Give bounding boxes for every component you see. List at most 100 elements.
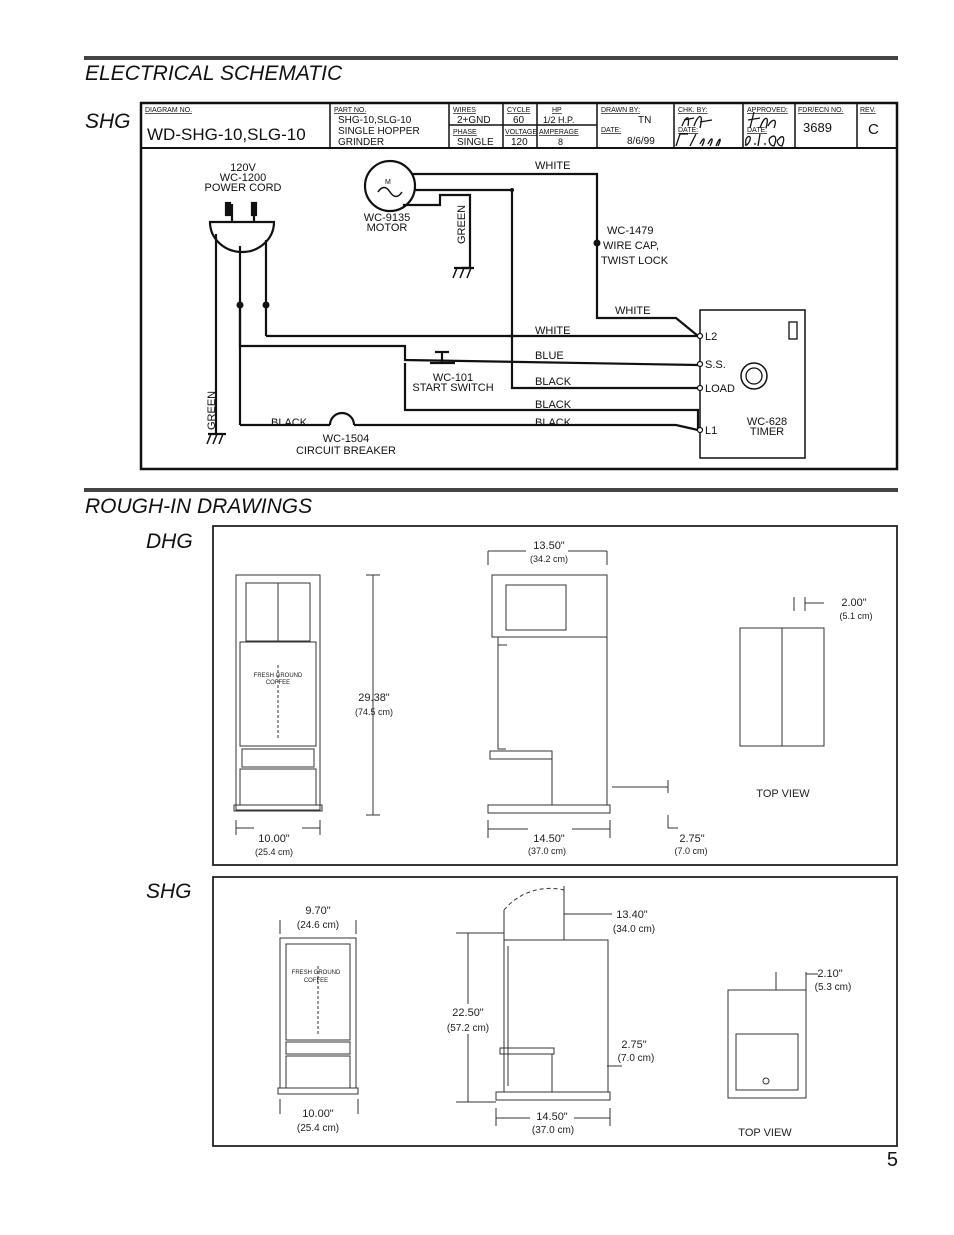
- shg-height-cm: (57.2 cm): [447, 1023, 489, 1034]
- wire-black-l1: BLACK: [535, 417, 572, 429]
- model-label-dhg: DHG: [146, 530, 193, 553]
- wire-black-breaker: BLACK: [271, 417, 308, 429]
- dhg-front-text-1: FRESH GROUND: [254, 673, 303, 679]
- wirecap-label-3: TWIST LOCK: [601, 255, 669, 267]
- wire-black-switch: BLACK: [535, 399, 572, 411]
- tb-hp-label: HP: [552, 107, 562, 114]
- signature-approved: [744, 111, 785, 147]
- tb-amperage-label: AMPERAGE: [539, 129, 579, 136]
- electrical-schematic: DIAGRAM NO. PART NO. WIRES CYCLE HP PHAS…: [139, 101, 899, 471]
- dhg-height-cm: (74.5 cm): [355, 707, 393, 717]
- tb-part-no-1: SHG-10,SLG-10: [338, 115, 412, 126]
- motor-label-2: MOTOR: [367, 222, 408, 234]
- dhg-front-width-cm: (25.4 cm): [255, 847, 293, 857]
- tb-phase: SINGLE: [457, 137, 494, 148]
- tb-rev: C: [868, 121, 879, 138]
- shg-front-text-2: COFFEE: [304, 978, 328, 984]
- tb-hp: 1/2 H.P.: [543, 115, 574, 125]
- section-title-roughin: ROUGH-IN DRAWINGS: [85, 495, 313, 518]
- shg-roughin-panel: FRESH GROUND COFFEE 9.70" 10.00" 13.40" …: [212, 876, 898, 1147]
- dhg-top-offset: 2.00": [841, 597, 866, 609]
- wirecap-label-2: WIRE CAP,: [603, 240, 659, 252]
- section-rule-roughin: [84, 488, 898, 492]
- tb-ecn: 3689: [803, 120, 832, 135]
- shg-front-text-1: FRESH GROUND: [292, 970, 341, 976]
- shg-height: 22.50": [452, 1007, 484, 1019]
- tb-voltage: 120: [511, 137, 528, 148]
- terminal-l2: L2: [705, 331, 717, 343]
- wire-white-l2: WHITE: [615, 305, 650, 317]
- shg-side-top-cm: (34.0 cm): [613, 924, 655, 935]
- wire-green-cord: GREEN: [206, 391, 218, 430]
- tb-amperage: 8: [558, 137, 563, 147]
- dhg-front-width: 10.00": [258, 833, 290, 845]
- tb-ecn-label: FDR/ECN NO.: [798, 107, 844, 114]
- model-label-shg-schematic: SHG: [85, 110, 131, 133]
- breaker-label-2: CIRCUIT BREAKER: [296, 445, 396, 457]
- wire-green-motor: GREEN: [456, 205, 468, 244]
- shg-front-width-cm: (25.4 cm): [297, 1123, 339, 1134]
- section-title-electrical: ELECTRICAL SCHEMATIC: [85, 62, 343, 85]
- dhg-top-offset-cm: (5.1 cm): [839, 611, 872, 621]
- wire-blue: BLUE: [535, 350, 564, 362]
- switch-label-2: START SWITCH: [412, 382, 493, 394]
- dhg-height: 29.38": [358, 692, 390, 704]
- motor-sine-icon: [377, 186, 403, 198]
- terminal-l1: L1: [705, 425, 717, 437]
- terminal-ss: S.S.: [705, 359, 726, 371]
- tb-cycle: 60: [513, 115, 525, 126]
- tb-drawn-by: TN: [638, 115, 651, 126]
- tb-date: 8/6/99: [627, 136, 655, 147]
- dhg-front-text-2: COFFEE: [266, 680, 290, 686]
- dhg-side-bottom-cm: (37.0 cm): [528, 846, 566, 856]
- tb-diagram-label: DIAGRAM NO.: [145, 107, 192, 114]
- shg-cord: 2.75": [621, 1039, 646, 1051]
- tb-voltage-label: VOLTAGE: [505, 129, 537, 136]
- timer-label-1: WC-628: [747, 416, 787, 428]
- page-number: 5: [886, 1149, 898, 1171]
- tb-drawn-label: DRAWN BY:: [601, 107, 640, 114]
- cord-label-1: 120V: [230, 162, 256, 174]
- timer-fuse-icon: [788, 321, 798, 340]
- tb-part-label: PART NO.: [334, 107, 366, 114]
- tb-chk-label: CHK. BY:: [678, 107, 708, 114]
- tb-cycle-label: CYCLE: [507, 107, 531, 114]
- tb-wires: 2+GND: [457, 115, 491, 126]
- signature-chk: [675, 115, 721, 147]
- tb-date-label: DATE:: [601, 127, 621, 134]
- tb-wires-label: WIRES: [453, 107, 476, 114]
- terminal-load: LOAD: [705, 383, 735, 395]
- dhg-cord-cm: (7.0 cm): [674, 846, 707, 856]
- shg-front-top-cm: (24.6 cm): [297, 920, 339, 931]
- shg-top-offset-cm: (5.3 cm): [815, 982, 852, 993]
- timer-label-2: TIMER: [750, 426, 784, 438]
- tb-chk-date-label: DATE:: [678, 127, 698, 134]
- wire-white-top: WHITE: [535, 160, 570, 172]
- shg-side-bottom: 14.50": [536, 1111, 568, 1123]
- tb-rev-label: REV.: [860, 107, 876, 114]
- shg-side-top: 13.40": [616, 909, 648, 921]
- shg-top-offset: 2.10": [817, 968, 842, 980]
- dhg-side-bottom: 14.50": [533, 833, 565, 845]
- section-rule-top: [84, 56, 898, 60]
- motor-symbol: M: [385, 179, 391, 186]
- shg-front-top: 9.70": [305, 905, 330, 917]
- dhg-top-view: TOP VIEW: [756, 788, 810, 800]
- tb-approved-label: APPROVED:: [747, 107, 788, 114]
- dhg-side-top: 13.50": [533, 540, 565, 552]
- shg-front-width: 10.00": [302, 1108, 334, 1120]
- tb-approved-date-label: DATE:: [747, 127, 767, 134]
- breaker-label-1: WC-1504: [323, 433, 369, 445]
- tb-diagram-no: WD-SHG-10,SLG-10: [147, 125, 306, 144]
- model-label-shg: SHG: [146, 880, 192, 903]
- timer-dial-icon: [740, 362, 768, 390]
- motor-label-1: WC-9135: [364, 212, 410, 224]
- shg-cord-cm: (7.0 cm): [618, 1053, 655, 1064]
- cord-label-3: POWER CORD: [205, 182, 282, 194]
- dhg-side-top-cm: (34.2 cm): [530, 554, 568, 564]
- tb-part-no-3: GRINDER: [338, 137, 384, 148]
- wire-white-mid: WHITE: [535, 325, 570, 337]
- wirecap-label-1: WC-1479: [607, 225, 653, 237]
- tb-phase-label: PHASE: [453, 129, 477, 136]
- shg-side-bottom-cm: (37.0 cm): [532, 1125, 574, 1136]
